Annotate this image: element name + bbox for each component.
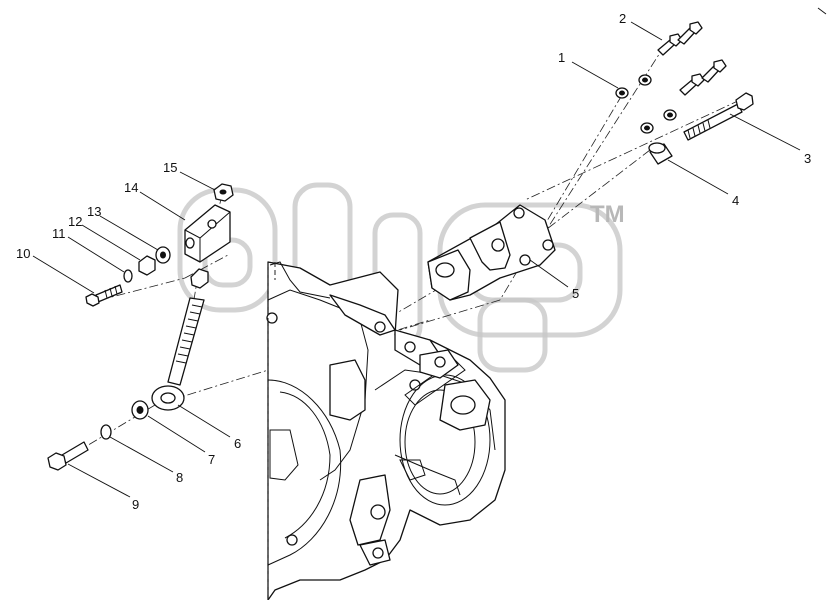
callout-12: 12 (68, 214, 82, 229)
part-5-bracket (427, 204, 556, 301)
part-4-spacer (648, 142, 673, 165)
callout-3: 3 (804, 151, 811, 166)
callout-2: 2 (619, 11, 626, 26)
callout-7: 7 (208, 452, 215, 467)
callout-14: 14 (124, 180, 138, 195)
leader-lines (32, 21, 801, 498)
callout-labels: 1 2 3 4 5 6 7 8 9 10 11 12 13 14 15 (16, 11, 811, 512)
callout-9: 9 (132, 497, 139, 512)
part-15-nut (213, 183, 234, 202)
callout-8: 8 (176, 470, 183, 485)
part-11-lock-washer (123, 269, 133, 283)
part-9-bolt (47, 441, 89, 471)
callout-1: 1 (558, 50, 565, 65)
callout-10: 10 (16, 246, 30, 261)
part-14-block (184, 204, 231, 263)
part-12-nut (138, 255, 156, 276)
callout-4: 4 (732, 193, 739, 208)
part-8-lock-washer (100, 424, 112, 440)
callout-13: 13 (87, 204, 101, 219)
part-13-washer (155, 246, 171, 264)
callout-6: 6 (234, 436, 241, 451)
part-6-eye-rod (151, 268, 209, 411)
part-2-bolts (657, 21, 727, 96)
gear-housing (266, 261, 506, 600)
callout-15: 15 (163, 160, 177, 175)
callout-11: 11 (52, 226, 66, 241)
trademark-mark: TM (590, 201, 625, 228)
part-7-washer (131, 400, 149, 420)
callout-5: 5 (572, 286, 579, 301)
part-3-long-bolt (683, 92, 754, 141)
part-10-bolt (85, 284, 123, 307)
part-1-washers (615, 74, 677, 134)
corner-marks (817, 7, 827, 15)
